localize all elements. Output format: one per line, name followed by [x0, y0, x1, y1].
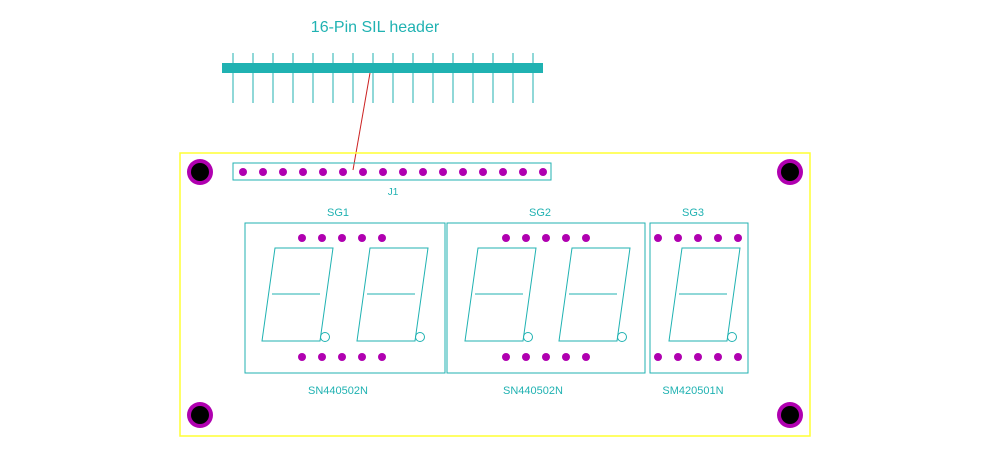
j1-pad: [459, 168, 467, 176]
sg3-part-label: SM420501N: [662, 385, 723, 397]
sg2-pad-bottom: [522, 353, 530, 361]
sg3-pad-bottom: [734, 353, 742, 361]
sg2-pad-top: [562, 234, 570, 242]
sg2-pad-top: [502, 234, 510, 242]
sg1-outline: [244, 222, 446, 374]
digit-frame: [668, 247, 741, 342]
j1-pad: [419, 168, 427, 176]
sg3-pad-top: [674, 234, 682, 242]
leader-line: [352, 72, 371, 171]
digit-frame: [261, 247, 334, 342]
sg1-pad-top: [338, 234, 346, 242]
j1-pad: [479, 168, 487, 176]
mounting-hole-bottom-left: [187, 402, 213, 428]
sg3-pad-top: [654, 234, 662, 242]
j1-pad: [439, 168, 447, 176]
j1-pad: [319, 168, 327, 176]
digit-outline: [558, 247, 631, 342]
mounting-hole-top-right: [777, 159, 803, 185]
sg3-pad-bottom: [694, 353, 702, 361]
j1-pad: [499, 168, 507, 176]
sg3-pad-bottom: [674, 353, 682, 361]
j1-pad: [519, 168, 527, 176]
j1-pad: [339, 168, 347, 176]
sg2-ref-label: SG2: [529, 207, 551, 219]
sg2-outline: [446, 222, 646, 374]
sg2-pad-bottom: [562, 353, 570, 361]
sg1-pad-top: [378, 234, 386, 242]
sg3-ref-label: SG3: [682, 207, 704, 219]
digit-outline: [668, 247, 741, 342]
j1-pad: [539, 168, 547, 176]
sil-header-bar: [222, 63, 543, 73]
sg1-pad-top: [298, 234, 306, 242]
digit-frame: [356, 247, 429, 342]
sg2-pad-top: [582, 234, 590, 242]
sg1-pad-bottom: [378, 353, 386, 361]
sg2-pad-bottom: [502, 353, 510, 361]
display-pads: [298, 234, 742, 361]
j1-pad: [259, 168, 267, 176]
j1-pad: [279, 168, 287, 176]
sg1-pad-top: [318, 234, 326, 242]
sg2-pad-top: [522, 234, 530, 242]
sg2-pad-bottom: [542, 353, 550, 361]
sil-header-pins: [232, 53, 534, 103]
digit-decimal-point: [617, 332, 627, 342]
sg1-pad-bottom: [338, 353, 346, 361]
mounting-hole-top-left: [187, 159, 213, 185]
digit-decimal-point: [320, 332, 330, 342]
digit-decimal-point: [415, 332, 425, 342]
digit-frame: [464, 247, 537, 342]
sg2-pad-top: [542, 234, 550, 242]
j1-pad: [399, 168, 407, 176]
digit-outline: [464, 247, 537, 342]
header-title: 16-Pin SIL header: [311, 19, 440, 36]
mounting-hole-bottom-right: [777, 402, 803, 428]
sg3-pad-top: [734, 234, 742, 242]
mounting-holes: [187, 159, 803, 428]
sg3-pad-bottom: [654, 353, 662, 361]
j1-pads: [239, 168, 547, 176]
seven-segment-digits: [261, 247, 741, 342]
sg1-ref-label: SG1: [327, 207, 349, 219]
j1-pad: [239, 168, 247, 176]
digit-outline: [356, 247, 429, 342]
j1-outline: [232, 162, 552, 181]
sg3-pad-bottom: [714, 353, 722, 361]
sg1-part-label: SN440502N: [308, 385, 368, 397]
sg2-pad-bottom: [582, 353, 590, 361]
j1-label: J1: [388, 187, 399, 198]
board-outline: [179, 152, 811, 437]
digit-frame: [558, 247, 631, 342]
j1-pad: [359, 168, 367, 176]
digit-decimal-point: [523, 332, 533, 342]
j1-pad: [299, 168, 307, 176]
sg1-pad-top: [358, 234, 366, 242]
j1-pad: [379, 168, 387, 176]
digit-decimal-point: [727, 332, 737, 342]
sg3-outline: [649, 222, 749, 374]
sg3-pad-top: [714, 234, 722, 242]
sg1-pad-bottom: [298, 353, 306, 361]
sg3-pad-top: [694, 234, 702, 242]
sg2-part-label: SN440502N: [503, 385, 563, 397]
sg1-pad-bottom: [318, 353, 326, 361]
sg1-pad-bottom: [358, 353, 366, 361]
digit-outline: [261, 247, 334, 342]
